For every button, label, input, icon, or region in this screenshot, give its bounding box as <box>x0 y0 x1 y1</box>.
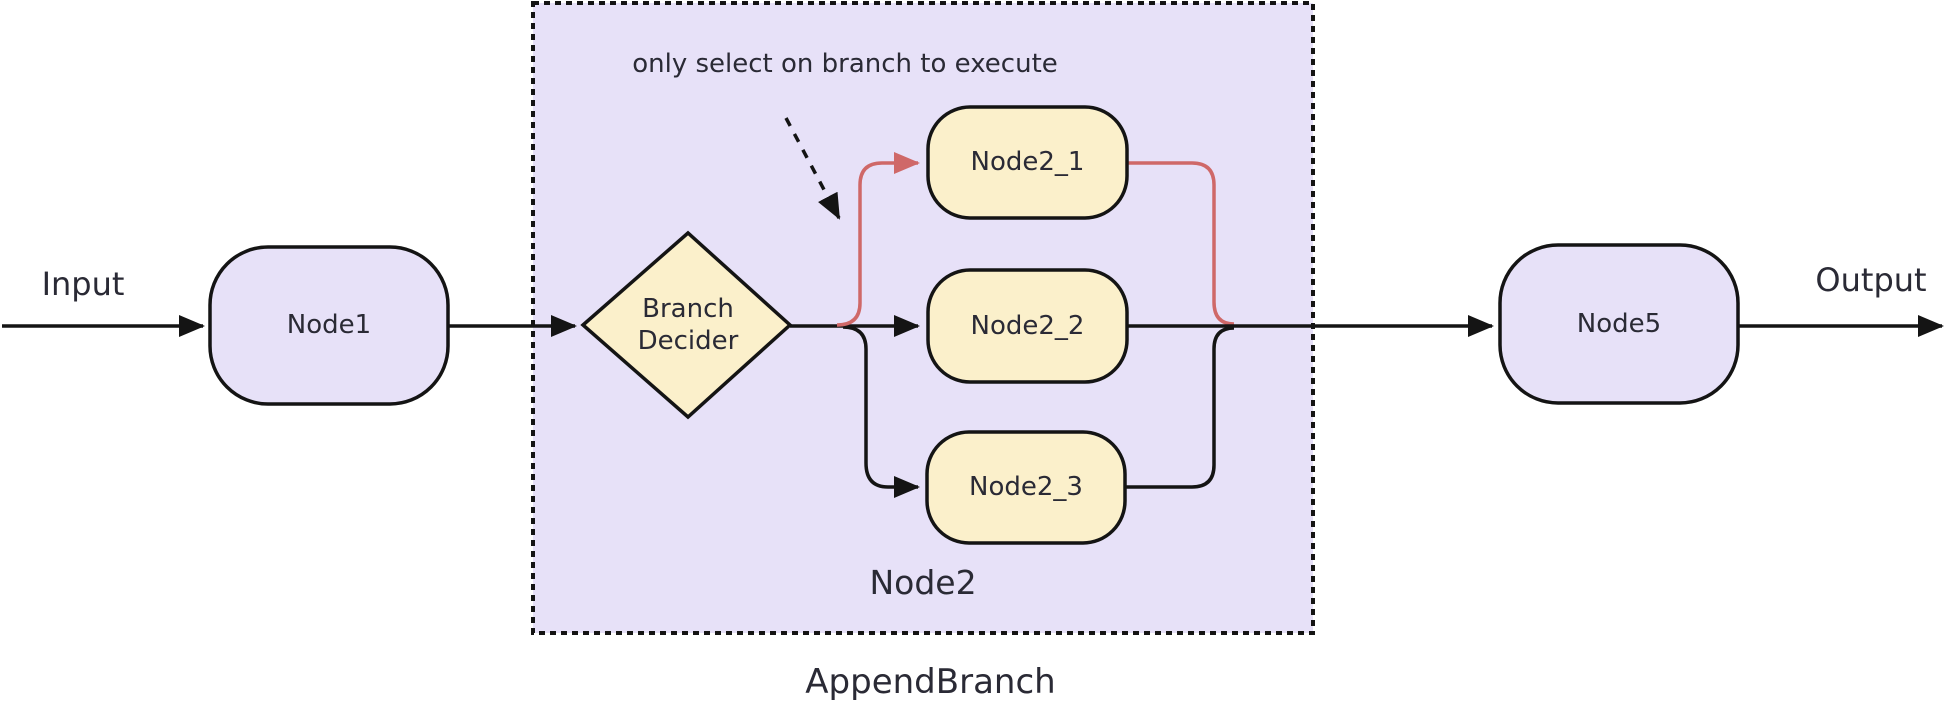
branch-decider-shape <box>580 230 793 420</box>
node5-shape <box>1498 243 1740 405</box>
node2_1-merge-line-selected <box>1127 161 1235 326</box>
node2_1-shape <box>926 105 1129 220</box>
appendbranch-caption: AppendBranch <box>805 661 1056 702</box>
node2-group-label: Node2 <box>869 563 977 603</box>
output-label: Output <box>1815 261 1927 299</box>
decider-to-node2_3-arrow <box>842 325 920 498</box>
node2_3-label: Node2_3 <box>969 472 1083 503</box>
node2_3-merge-line <box>1125 326 1235 489</box>
node2_2-label: Node2_2 <box>970 310 1085 341</box>
node2_3-shape <box>925 430 1127 545</box>
node2_1-label: Node2_1 <box>970 147 1085 178</box>
node2_2-shape <box>926 268 1129 384</box>
annotation-label: only select on branch to execute <box>632 48 1058 79</box>
node5-label: Node5 <box>1576 308 1662 339</box>
annotation-dashed-arrow <box>784 117 841 220</box>
node1-shape <box>208 245 450 406</box>
input-label: Input <box>41 265 125 303</box>
decider-to-node2_1-arrow-selected <box>836 152 920 327</box>
branch-decider-label: Branch Decider <box>637 293 739 357</box>
node1-label: Node1 <box>286 310 372 341</box>
